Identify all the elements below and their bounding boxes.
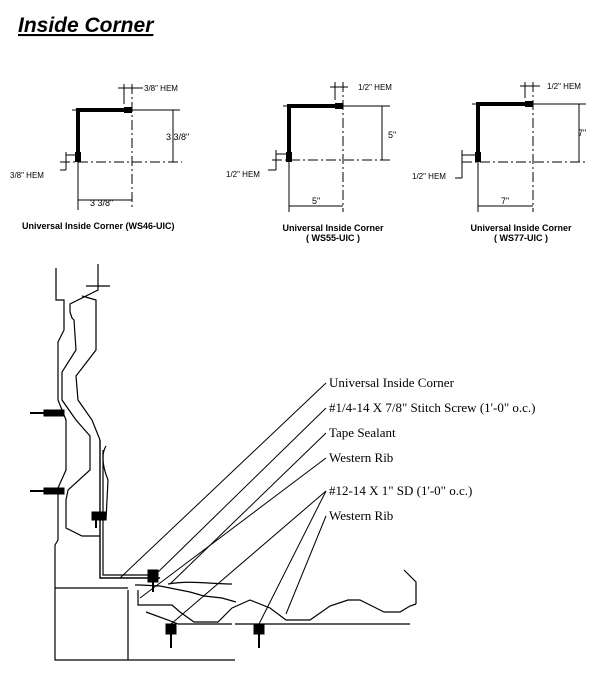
profile-3-left-hem-label: 1/2" HEM xyxy=(412,172,446,181)
profile-3-caption-code: ( WS77-UIC ) xyxy=(494,233,548,243)
profile-3-height-dim: 7" xyxy=(578,128,586,138)
profile-3-caption: Universal Inside Corner xyxy=(470,223,572,233)
profile-2-left-hem-label: 1/2" HEM xyxy=(226,170,260,179)
callout-tape-sealant: Tape Sealant xyxy=(329,425,396,440)
callout-leaders xyxy=(119,382,327,625)
profile-ws46-uic xyxy=(60,84,182,210)
profile-shape xyxy=(476,102,533,162)
profile-1-caption: Universal Inside Corner (WS46-UIC) xyxy=(22,221,175,231)
profile-shape xyxy=(76,108,132,162)
wall-panel-outer xyxy=(54,268,235,661)
screw-icon xyxy=(30,409,65,417)
profile-1-height-dim: 3 3/8" xyxy=(166,132,189,142)
profile-3-width-dim: 7" xyxy=(501,196,509,206)
callout-western-rib-wall: Western Rib xyxy=(329,450,393,465)
callout-stitch-screw: #1/4-14 X 7/8" Stitch Screw (1'-0" o.c.) xyxy=(329,400,535,415)
profile-1-left-hem-label: 3/8" HEM xyxy=(10,171,44,180)
screw-icon xyxy=(30,487,65,495)
callout-sd-screw: #12-14 X 1" SD (1'-0" o.c.) xyxy=(329,483,472,498)
tape-sealant-horizontal xyxy=(167,581,233,585)
profile-ws77-uic xyxy=(455,82,586,212)
callout-universal-inside-corner: Universal Inside Corner xyxy=(329,375,455,390)
profile-3-top-hem-label: 1/2" HEM xyxy=(547,82,581,91)
screw-icon xyxy=(147,569,159,592)
profile-2-caption: Universal Inside Corner xyxy=(282,223,384,233)
roof-panel-rib xyxy=(137,590,233,623)
profile-ws55-uic xyxy=(268,82,392,212)
profile-shape xyxy=(287,104,343,162)
profile-2-width-dim: 5" xyxy=(312,196,320,206)
inside-corner-section-detail xyxy=(54,264,417,661)
profile-2-caption-code: ( WS55-UIC ) xyxy=(306,233,360,243)
screw-icon xyxy=(253,623,265,648)
profile-1-width-dim: 3 3/8" xyxy=(90,198,113,208)
profile-2-height-dim: 5" xyxy=(388,130,396,140)
inside-corner-trim xyxy=(99,440,160,579)
profile-2-top-hem-label: 1/2" HEM xyxy=(358,83,392,92)
screw-icon xyxy=(91,511,107,528)
stitch-screw-group xyxy=(30,409,265,648)
profile-1-top-hem-label: 3/8" HEM xyxy=(144,84,178,93)
tape-sealant-vertical xyxy=(102,445,109,521)
screw-icon xyxy=(165,623,177,648)
wall-panel-rib xyxy=(61,264,100,537)
callout-western-rib-roof: Western Rib xyxy=(329,508,393,523)
page-title: Inside Corner xyxy=(18,14,155,37)
